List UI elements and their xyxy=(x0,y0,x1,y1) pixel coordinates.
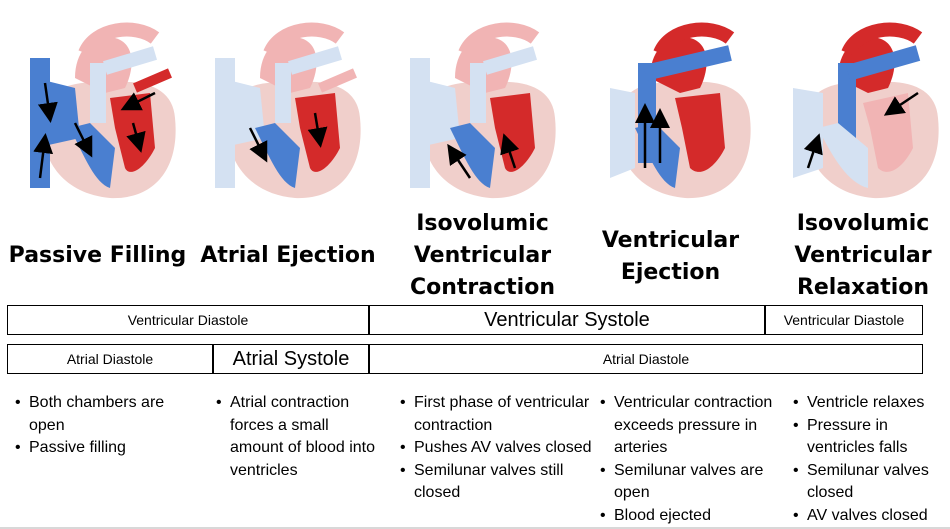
heart-diagram-isovolumic-relaxation xyxy=(793,22,939,199)
ventricular-diastole-right: Ventricular Diastole xyxy=(783,312,905,328)
list-item: Semilunar valves still closed xyxy=(400,460,595,505)
list-item: Atrial contraction forces a small amount… xyxy=(216,392,381,482)
atrial-diastole-right: Atrial Diastole xyxy=(602,351,690,367)
phase-title-passive-filling: Passive Filling xyxy=(8,243,187,268)
list-item: Pushes AV valves closed xyxy=(400,437,595,460)
list-item: Pressure in ventricles falls xyxy=(793,415,948,460)
ventricular-systole: Ventricular Systole xyxy=(370,306,766,334)
phase-title-isovolumic-contraction: Isovolumic Ventricular Contraction xyxy=(409,211,555,300)
list-item: Semilunar valves closed xyxy=(793,460,948,505)
phase-notes-isovolumic-relaxation: Ventricle relaxes Pressure in ventricles… xyxy=(793,392,948,527)
phase-notes-atrial-ejection: Atrial contraction forces a small amount… xyxy=(216,392,381,482)
divider xyxy=(0,527,950,529)
list-item: Blood ejected xyxy=(600,505,785,528)
atrial-systole: Atrial Systole xyxy=(214,345,370,373)
list-item: Ventricular contraction exceeds pressure… xyxy=(600,392,785,460)
ventricular-diastole-left: Ventricular Diastole xyxy=(8,306,370,334)
heart-diagram-ventricular-ejection xyxy=(610,22,751,199)
atrial-phase-bar: Atrial Diastole Atrial Systole Atrial Di… xyxy=(7,344,923,374)
phase-title-ventricular-ejection: Ventricular Ejection xyxy=(601,228,740,285)
phase-notes-isovolumic-contraction: First phase of ventricular contraction P… xyxy=(400,392,595,505)
list-item: First phase of ventricular contraction xyxy=(400,392,595,437)
list-item: Semilunar valves are open xyxy=(600,460,785,505)
heart-diagram-isovolumic-contraction xyxy=(410,22,556,199)
phase-notes-ventricular-ejection: Ventricular contraction exceeds pressure… xyxy=(600,392,785,527)
heart-diagram-passive-filling xyxy=(30,22,176,199)
list-item: Passive filling xyxy=(15,437,195,460)
heart-diagram-atrial-ejection xyxy=(215,22,361,199)
ventricular-phase-bar: Ventricular Diastole Ventricular Systole… xyxy=(7,305,923,335)
list-item: Both chambers are open xyxy=(15,392,195,437)
phase-title-atrial-ejection: Atrial Ejection xyxy=(200,243,376,268)
list-item: AV valves closed xyxy=(793,505,948,528)
atrial-diastole-left: Atrial Diastole xyxy=(8,345,214,373)
phase-notes-passive-filling: Both chambers are open Passive filling xyxy=(15,392,195,460)
phase-title-isovolumic-relaxation: Isovolumic Ventricular Relaxation xyxy=(794,211,932,300)
list-item: Ventricle relaxes xyxy=(793,392,948,415)
